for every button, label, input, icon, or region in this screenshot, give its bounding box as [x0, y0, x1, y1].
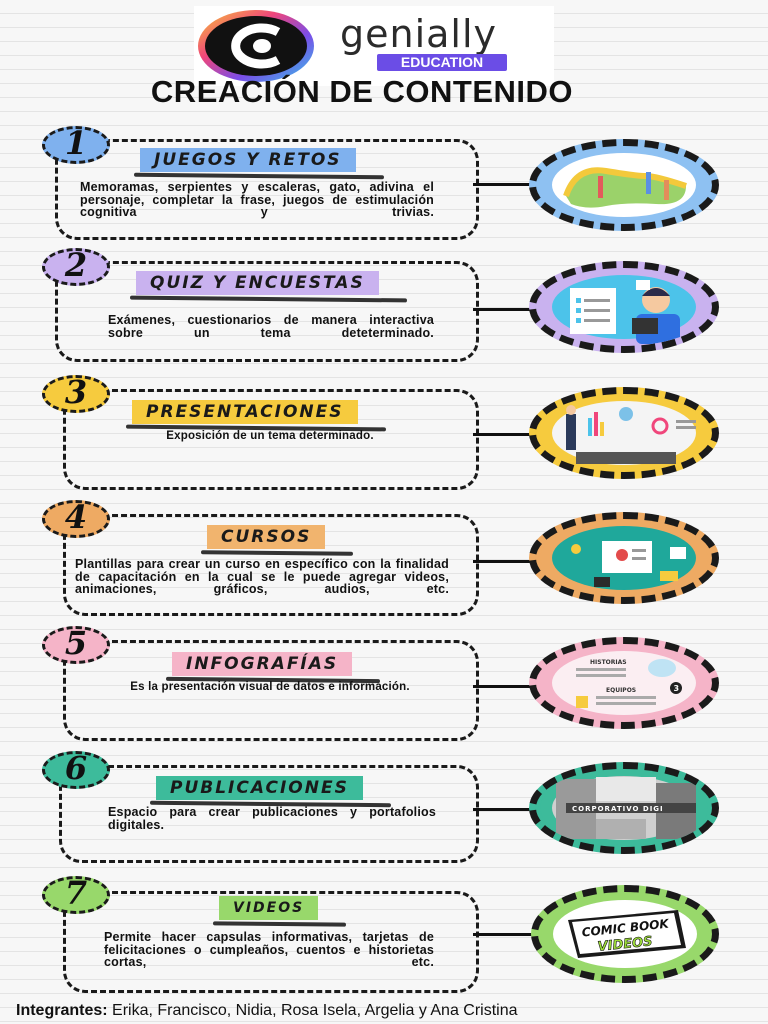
section-card: [63, 389, 479, 490]
section-presentaciones: 3 PRESENTACIONES Exposición de un tema d…: [0, 373, 768, 493]
brand-name: genially: [340, 12, 498, 56]
section-card: [63, 640, 479, 741]
section-publicaciones: 6 PUBLICACIONES Espacio para crear publi…: [0, 748, 768, 868]
section-description: Es la presentación visual de datos e inf…: [130, 681, 410, 693]
section-description: Memoramas, serpientes y escaleras, gato,…: [80, 180, 434, 219]
comic-book-videos-icon: COMIC BOOK VIDEOS: [541, 894, 709, 974]
genially-logo: genially EDUCATION: [194, 6, 554, 86]
section-videos: 7 VIDEOS Permite hacer capsulas informat…: [0, 873, 768, 993]
section-juegos-retos: 1 JUEGOS Y RETOS Memoramas, serpientes y…: [0, 123, 768, 243]
connector-line: [473, 808, 535, 811]
section-description: Exposición de un tema determinado.: [166, 430, 374, 442]
corporate-portfolio-icon: CORPORATIVO DIGI: [540, 771, 708, 845]
quiz-student-image: [529, 261, 719, 353]
infographic-heading-historias: HISTORIAS: [590, 659, 627, 666]
infographic-badge: 3: [674, 684, 680, 693]
presentation-icon: [540, 396, 708, 470]
section-label: PUBLICACIONES: [156, 776, 363, 800]
section-quiz-encuestas: 2 QUIZ Y ENCUESTAS Exámenes, cuestionari…: [0, 248, 768, 368]
page-title: CREACIÓN DE CONTENIDO: [150, 74, 574, 109]
section-number: 4: [42, 500, 110, 538]
footer-members: Erika, Francisco, Nidia, Rosa Isela, Arg…: [112, 1002, 518, 1019]
infographic-icon: HISTORIAS EQUIPOS 3: [540, 646, 708, 720]
section-description: Exámenes, cuestionarios de manera intera…: [108, 313, 434, 340]
section-card: [55, 261, 479, 362]
connector-line: [473, 433, 535, 436]
footer-label: Integrantes:: [16, 1002, 108, 1019]
section-description: Espacio para crear publicaciones y porta…: [108, 805, 436, 832]
genially-logo-icon: [198, 10, 314, 82]
section-infografias: 5 INFOGRAFÍAS Es la presentación visual …: [0, 625, 768, 745]
section-description: Permite hacer capsulas informativas, tar…: [104, 930, 434, 969]
section-number: 5: [42, 626, 110, 664]
infographic-image: HISTORIAS EQUIPOS 3: [529, 637, 719, 729]
comic-book-videos-image: COMIC BOOK VIDEOS: [531, 885, 719, 983]
section-card: [63, 514, 479, 616]
quiz-student-icon: [540, 270, 708, 344]
section-number: 6: [42, 751, 110, 789]
board-game-image: [529, 139, 719, 231]
infographic-heading-equipos: EQUIPOS: [606, 687, 636, 694]
section-card: [55, 139, 479, 240]
section-number: 3: [42, 375, 110, 413]
section-description: Plantillas para crear un curso en especí…: [75, 557, 449, 596]
section-card: [63, 891, 479, 993]
section-card: [59, 765, 479, 863]
comic-book-line2: VIDEOS: [597, 934, 653, 955]
board-game-icon: [540, 148, 708, 222]
section-label: VIDEOS: [219, 896, 319, 920]
team-members-footer: Integrantes: Erika, Francisco, Nidia, Ro…: [16, 1002, 518, 1020]
section-cursos: 4 CURSOS Plantillas para crear un curso …: [0, 498, 768, 618]
section-label: JUEGOS Y RETOS: [140, 148, 356, 172]
corporate-portfolio-image: CORPORATIVO DIGI: [529, 762, 719, 854]
course-image: [529, 512, 719, 604]
course-icon: [540, 521, 708, 595]
section-label: INFOGRAFÍAS: [172, 652, 353, 676]
section-label: QUIZ Y ENCUESTAS: [136, 271, 379, 295]
presentation-image: [529, 387, 719, 479]
connector-line: [473, 685, 535, 688]
connector-line: [473, 560, 535, 563]
section-label: CURSOS: [207, 525, 326, 549]
section-number: 7: [42, 876, 110, 914]
connector-line: [473, 308, 535, 311]
section-number: 1: [42, 126, 110, 164]
section-label: PRESENTACIONES: [132, 400, 358, 424]
section-number: 2: [42, 248, 110, 286]
connector-line: [473, 933, 535, 936]
brand-sub-badge: EDUCATION: [377, 54, 507, 71]
corporate-caption: CORPORATIVO DIGI: [572, 805, 664, 813]
connector-line: [473, 183, 535, 186]
